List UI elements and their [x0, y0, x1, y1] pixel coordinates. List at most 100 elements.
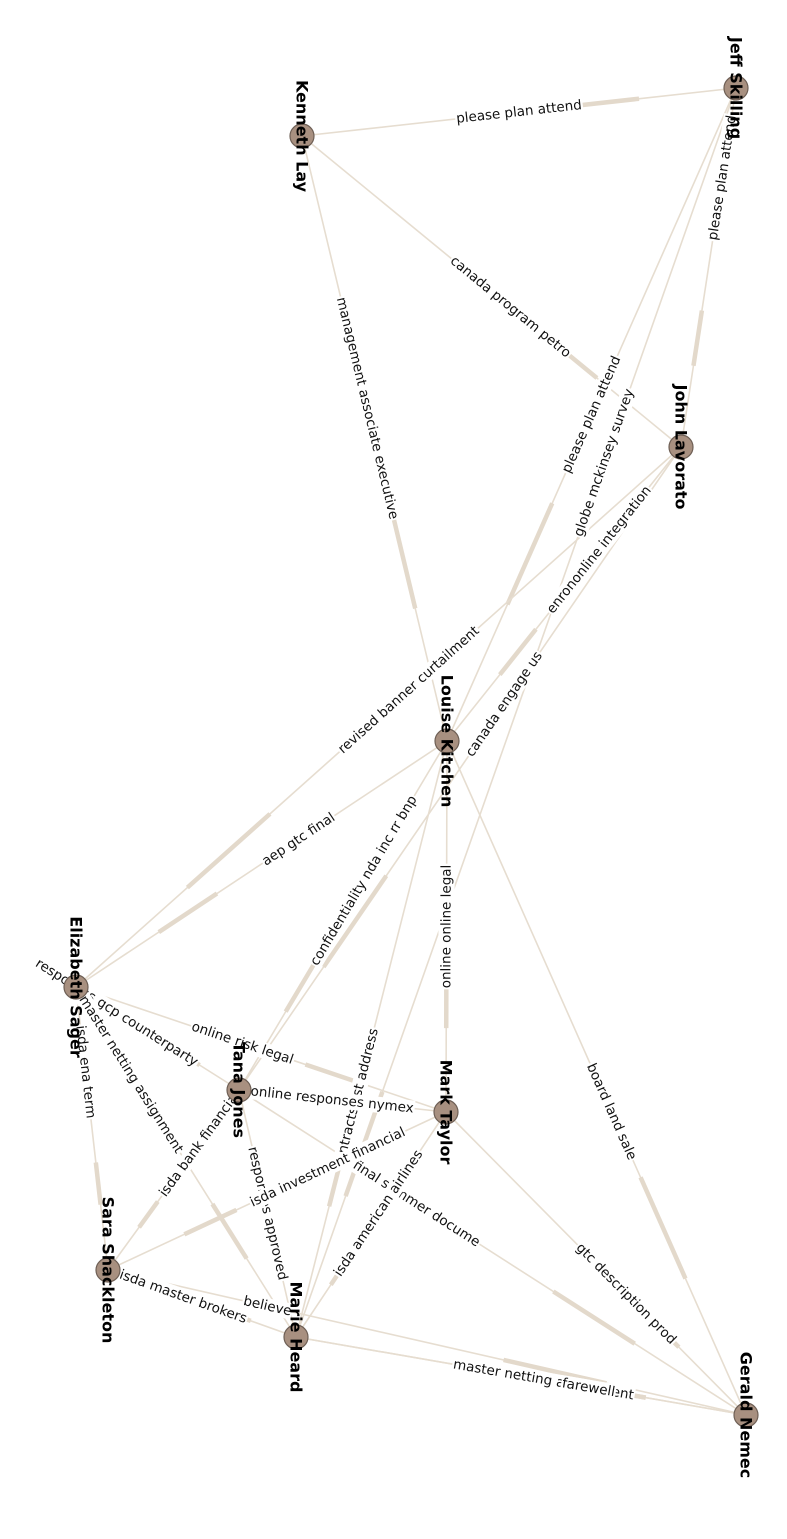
edge-label-background [155, 1087, 244, 1201]
edge-sara_shackleton-gerald_nemec [107, 1269, 747, 1416]
edge-label-background [248, 1083, 416, 1117]
edge-label-background [306, 791, 422, 970]
edge-label-background [558, 352, 625, 477]
edge-label: enrononline integration [543, 483, 654, 617]
edge-label-group: please plan attend [454, 96, 584, 128]
edge-label-background [349, 1156, 484, 1251]
edge-label: online online legal [438, 865, 454, 989]
edge-arrow-elizabeth_sager-marie_heard [210, 1202, 249, 1260]
node-label: Gerald Nemec [737, 1352, 756, 1478]
edge-label: responses approved [244, 1145, 290, 1282]
edge-label: gtc description prod [573, 1240, 680, 1348]
node-sara_shackleton[interactable] [95, 1257, 121, 1283]
edge-label-background [570, 385, 638, 540]
edge-arrow-kenneth_lay-louise_kitchen [389, 510, 418, 609]
edge-label-background [571, 1239, 681, 1349]
edge-label-background [246, 1123, 409, 1211]
edge-label-background [240, 1292, 295, 1320]
edge-arrow-louise_kitchen-tana_jones [283, 956, 320, 1013]
edge-label-group: revised banner curtailment [334, 622, 484, 758]
node-label-group: Mark Taylor [437, 1060, 456, 1165]
edge-label-group: farewell [559, 1375, 618, 1401]
node-label: Louise Kitchen [438, 675, 457, 808]
edge-arrow-tana_jones-sara_shackleton [137, 1200, 160, 1229]
edge-label-background [244, 1144, 291, 1283]
node-label: John Lavorato [672, 383, 691, 509]
edge-tana_jones-gerald_nemec [238, 1089, 747, 1416]
node-label-group: Sara Shackleton [99, 1197, 118, 1344]
edge-label: aep gtc final [259, 809, 338, 869]
edge-label-group: canada program petro [446, 252, 575, 362]
edge-label-group: management associate executive [332, 294, 402, 522]
edge-label-background [559, 1375, 618, 1401]
edge-arrow-john_lavorato-louise_kitchen [498, 627, 538, 677]
edge-arrow-tana_jones-gerald_nemec [552, 1289, 636, 1346]
edge-label-background [116, 1266, 250, 1328]
edge-arrow-john_lavorato-tana_jones [321, 874, 389, 969]
edge-label: management associate executive [333, 296, 402, 521]
edge-arrow-elizabeth_sager-sara_shackleton [93, 1162, 103, 1205]
node-label: Kenneth Lay [293, 80, 312, 193]
edge-label-background [704, 113, 740, 243]
edge-label-group: isda master brokers [116, 1266, 250, 1328]
node-john_lavorato[interactable] [668, 434, 694, 460]
node-gerald_nemec[interactable] [733, 1402, 759, 1428]
edge-label-background [542, 482, 656, 618]
edge-arrow-jeff_skilling-john_lavorato [691, 310, 705, 367]
node-label-group: Jeff Skilling [727, 36, 746, 139]
edge-label-background [330, 1146, 427, 1281]
edge-label: board land sale [583, 1061, 640, 1163]
node-label: Elizabeth Sager [67, 916, 86, 1058]
edge-label-background [258, 808, 339, 870]
edge-arrow-mark_taylor-sara_shackleton [183, 1207, 238, 1237]
edge-arrow-john_lavorato-elizabeth_sager [185, 812, 272, 890]
edge-label-background [461, 647, 547, 761]
edge-arrow-jeff_skilling-louise_kitchen [505, 502, 555, 606]
node-label-group: Elizabeth Sager [67, 916, 86, 1058]
node-label: Sara Shackleton [99, 1197, 118, 1344]
edge-arrow-sara_shackleton-gerald_nemec [503, 1357, 608, 1386]
node-label-group: Louise Kitchen [438, 675, 457, 808]
node-louise_kitchen[interactable] [434, 728, 460, 754]
node-label-group: Marie Heard [287, 1282, 306, 1393]
edge-arrow-louise_kitchen-gerald_nemec [638, 1176, 688, 1280]
edge-label-group: enrononline integration [542, 482, 656, 618]
node-jeff_skilling[interactable] [723, 75, 749, 101]
node-label: Marie Heard [287, 1282, 306, 1393]
edge-label: revised banner curtailment [335, 623, 483, 757]
edge-label-background [438, 863, 455, 990]
edge-label-group: aep gtc final [258, 808, 339, 870]
edge-label-group: board land sale [582, 1059, 641, 1164]
edge-label: canada program petro [447, 253, 574, 361]
node-tana_jones[interactable] [226, 1077, 252, 1103]
node-kenneth_lay[interactable] [289, 123, 315, 149]
edge-label-background [332, 294, 402, 522]
edge-label-background [188, 1018, 297, 1069]
edge-label-background [74, 991, 188, 1158]
node-label-group: Gerald Nemec [737, 1352, 756, 1478]
node-label-group: Kenneth Lay [293, 80, 312, 193]
edge-labels-layer: please plan attend management associate e… [31, 96, 740, 1404]
node-label: Mark Taylor [437, 1060, 456, 1165]
edge-louise_kitchen-elizabeth_sager [75, 740, 448, 988]
edge-label-background [334, 622, 484, 758]
node-marie_heard[interactable] [283, 1324, 309, 1350]
node-label: Tana Jones [230, 1042, 249, 1138]
edge-label: farewell [561, 1375, 616, 1400]
edge-label-group: gtc description prod [571, 1239, 681, 1349]
edge-label-background [72, 1023, 99, 1121]
edge-label: please plan attend [455, 97, 582, 127]
edge-arrow-louise_kitchen-elizabeth_sager [157, 891, 219, 934]
edge-label: canada engage us [462, 649, 545, 760]
node-label: Jeff Skilling [727, 36, 746, 139]
edges-layer [75, 87, 747, 1416]
node-mark_taylor[interactable] [433, 1099, 459, 1125]
node-elizabeth_sager[interactable] [63, 974, 89, 1000]
edge-label-background [446, 252, 575, 362]
edge-label-background [582, 1059, 641, 1164]
node-label-group: John Lavorato [672, 383, 691, 509]
edge-label-group: responses approved [244, 1144, 291, 1283]
edge-label-background [454, 96, 584, 128]
